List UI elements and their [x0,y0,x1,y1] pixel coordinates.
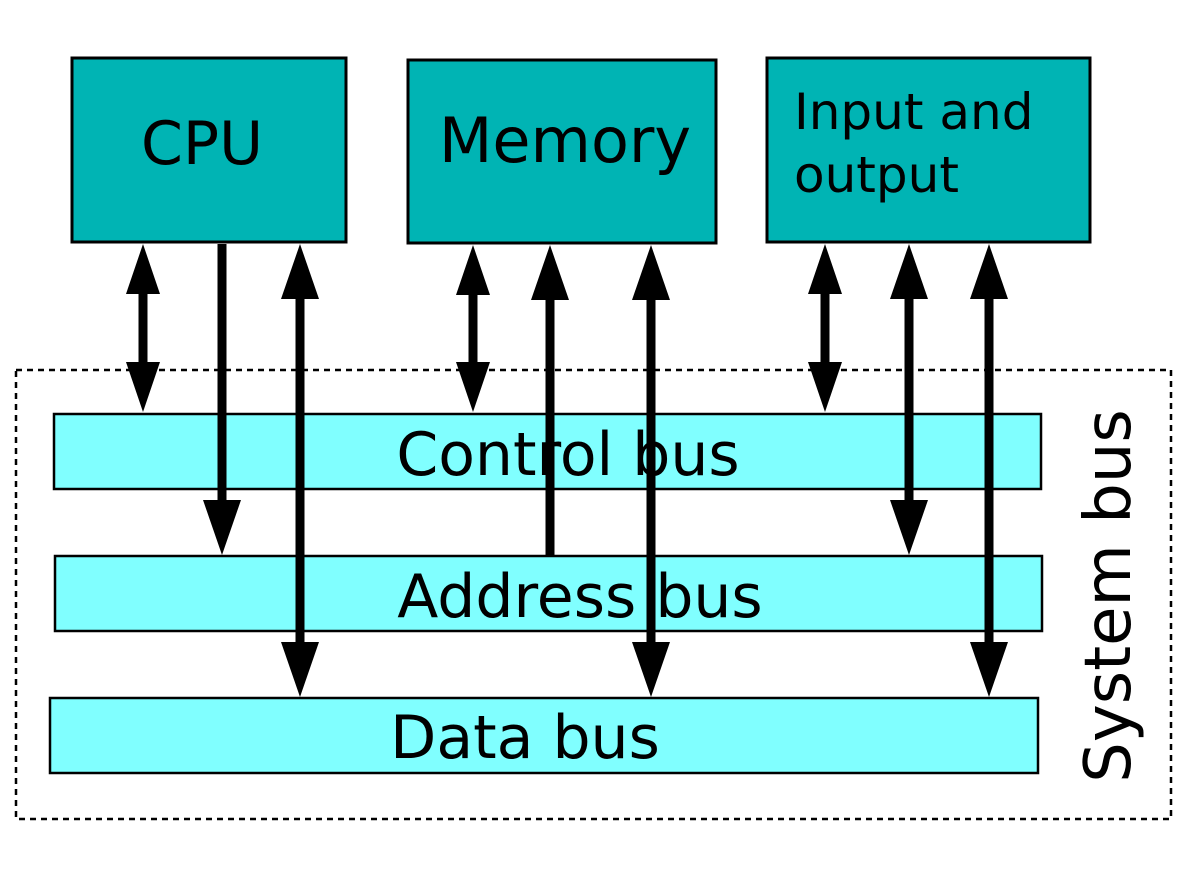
memory-address-arrow-head-up [531,245,569,300]
bus-connection-arrows [126,244,1008,697]
control-bus-label: Control bus [396,420,739,490]
address-bus-label: Address bus [397,562,762,632]
system-bus-boundary [14,368,1173,821]
memory-control-arrow [456,245,490,412]
io-control-arrow-head-down [808,362,842,412]
io-label-line1: Input and [794,83,1033,141]
data-bus-label: Data bus [390,703,660,773]
cpu-control-arrow-head-up [126,244,160,294]
memory-control-arrow-head-up [456,245,490,295]
cpu-data-arrow [281,244,319,697]
system-bus-label: System bus [1072,409,1146,783]
io-address-arrow [890,244,928,555]
cpu-control-arrow [126,244,160,412]
io-control-arrow-head-up [808,244,842,294]
io-data-arrow-head-down [970,642,1008,697]
memory-data-arrow-head-down [632,642,670,697]
io-address-arrow-head-up [890,244,928,299]
cpu-address-arrow [203,244,241,555]
io-box [765,56,1092,244]
cpu-label: CPU [141,109,263,179]
io-data-arrow [970,244,1008,697]
cpu-data-arrow-head-down [281,642,319,697]
memory-label: Memory [439,104,691,177]
io-label-line2: output [794,146,959,204]
address-bus-bar [53,554,1044,633]
io-data-arrow-head-up [970,244,1008,299]
memory-address-arrow [531,245,569,555]
memory-data-arrow-head-up [632,245,670,300]
io-control-arrow [808,244,842,412]
memory-data-arrow [632,245,670,697]
data-bus-bar [48,696,1040,775]
cpu-box [70,56,348,244]
io-address-arrow-head-down [890,500,928,555]
memory-control-arrow-head-down [456,362,490,412]
cpu-data-arrow-head-up [281,244,319,299]
memory-box [406,58,718,245]
cpu-control-arrow-head-down [126,362,160,412]
cpu-address-arrow-head-down [203,500,241,555]
